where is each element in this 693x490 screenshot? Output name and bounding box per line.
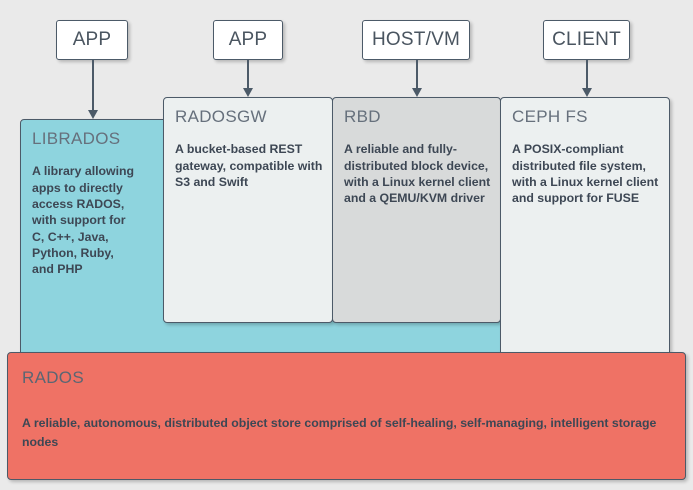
actor-label: APP — [228, 29, 268, 50]
component-title-librados: LIBRADOS — [32, 129, 121, 148]
component-title-cephfs: CEPH FS — [512, 107, 588, 126]
component-box-rbd[interactable]: RBD A reliable and fully- distributed bl… — [332, 97, 501, 323]
component-description-librados: A library allowing apps to directly acce… — [32, 164, 135, 277]
component-description-rados: A reliable, autonomous, distributed obje… — [22, 416, 657, 449]
component-description-cephfs: A POSIX-compliant distributed file syste… — [512, 142, 659, 206]
actor-label: CLIENT — [552, 29, 621, 50]
actor-label: APP — [72, 29, 112, 50]
actor-box-app-librados[interactable]: APP — [56, 20, 128, 60]
component-description-rbd: A reliable and fully- distributed block … — [344, 142, 491, 206]
component-description-radosgw: A bucket-based REST gateway, compatible … — [175, 142, 323, 189]
actor-label: HOST/VM — [372, 29, 460, 50]
component-box-radosgw[interactable]: RADOSGW A bucket-based REST gateway, com… — [163, 97, 333, 323]
component-title-radosgw: RADOSGW — [175, 107, 267, 126]
actor-box-host-vm[interactable]: HOST/VM — [362, 20, 470, 60]
component-title-rados: RADOS — [22, 368, 84, 387]
actor-box-client[interactable]: CLIENT — [543, 20, 630, 60]
component-box-cephfs[interactable]: CEPH FS A POSIX-compliant distributed fi… — [500, 97, 670, 368]
component-box-rados[interactable]: RADOS A reliable, autonomous, distribute… — [7, 352, 686, 480]
component-title-rbd: RBD — [344, 107, 381, 126]
actor-box-app-radosgw[interactable]: APP — [213, 20, 283, 60]
